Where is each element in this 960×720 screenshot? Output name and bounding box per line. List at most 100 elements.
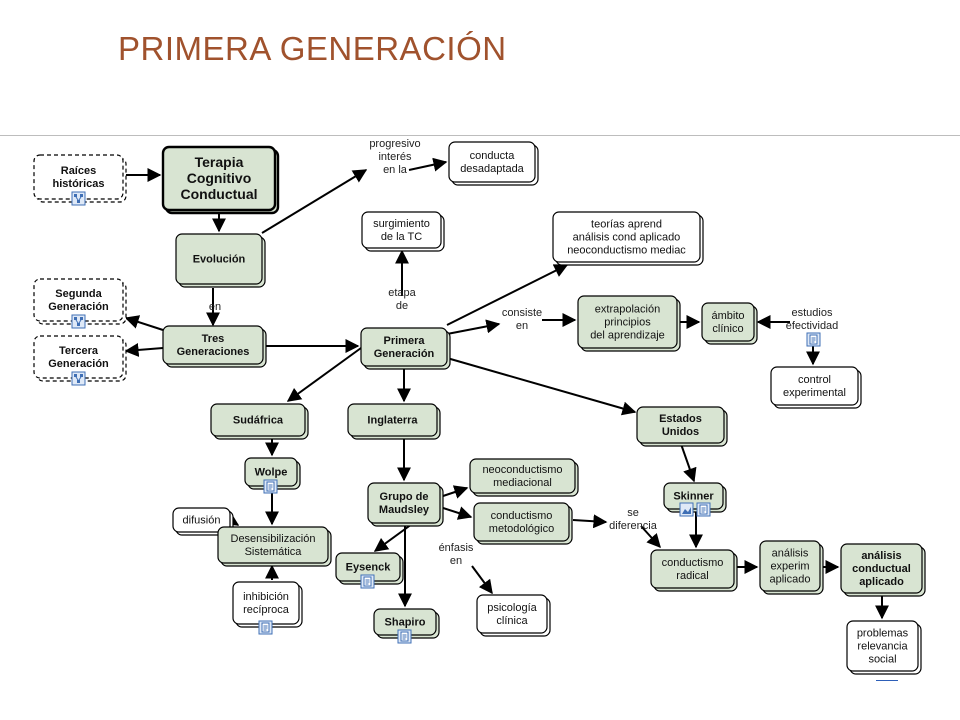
link-label-text: de bbox=[396, 300, 408, 312]
document-icon[interactable] bbox=[360, 574, 375, 589]
concept-node-skinner[interactable]: Skinner bbox=[663, 482, 727, 513]
node-box bbox=[636, 406, 725, 444]
node-label: ámbito bbox=[711, 310, 744, 322]
link-label-text: en bbox=[450, 555, 462, 567]
node-box bbox=[172, 507, 231, 533]
node-box bbox=[361, 211, 442, 249]
node-box bbox=[210, 403, 306, 437]
node-label: conductismo bbox=[491, 510, 553, 522]
node-box bbox=[161, 145, 277, 212]
icon-part bbox=[75, 319, 82, 324]
connection-line bbox=[124, 315, 164, 331]
map-icon[interactable] bbox=[71, 191, 86, 206]
link-label-text: en bbox=[516, 320, 528, 332]
icon-part bbox=[74, 194, 77, 197]
node-box bbox=[473, 502, 570, 542]
node-label: Generación bbox=[374, 348, 435, 360]
footer-mark bbox=[876, 680, 898, 681]
concept-node-eysenck[interactable]: Eysenck bbox=[335, 552, 404, 585]
icon-part bbox=[77, 380, 80, 383]
node-label: análisis bbox=[861, 550, 901, 562]
node-box bbox=[469, 458, 576, 494]
node-label: difusión bbox=[183, 515, 221, 527]
node-label: Primera bbox=[384, 335, 426, 347]
node-label: surgimiento bbox=[373, 218, 430, 230]
connection-line bbox=[446, 357, 637, 416]
concept-node-wolpe[interactable]: Wolpe bbox=[244, 457, 301, 490]
icon-part bbox=[682, 507, 691, 514]
icon-frame bbox=[71, 314, 86, 329]
node-label: principios bbox=[604, 317, 651, 329]
node-box bbox=[577, 295, 678, 349]
node-label: experimental bbox=[783, 387, 846, 399]
document-icon[interactable] bbox=[806, 332, 821, 347]
document-icon[interactable] bbox=[263, 479, 278, 494]
map-icon[interactable] bbox=[71, 314, 86, 329]
connection-line bbox=[446, 319, 501, 335]
connection-line bbox=[439, 485, 469, 499]
link-label-text: consiste bbox=[502, 307, 542, 319]
node-box bbox=[175, 233, 263, 285]
node-label: Desensibilización bbox=[231, 533, 316, 545]
connection-line bbox=[471, 565, 493, 595]
node-label: Eysenck bbox=[346, 562, 392, 574]
connection-lines bbox=[124, 157, 889, 620]
node-box bbox=[367, 482, 441, 524]
document-icon[interactable] bbox=[696, 502, 711, 517]
node-label: recíproca bbox=[243, 604, 290, 616]
image-icon[interactable] bbox=[679, 502, 694, 517]
node-label: Generaciones bbox=[177, 346, 250, 358]
concept-node-evolucion[interactable]: Evolución bbox=[175, 233, 266, 288]
icon-part bbox=[77, 200, 80, 203]
node-label: clínica bbox=[496, 615, 528, 627]
concept-node-inglaterra[interactable]: Inglaterra bbox=[347, 403, 441, 440]
node-label: mediacional bbox=[493, 477, 552, 489]
link-label-text: se bbox=[627, 507, 639, 519]
node-label: conductual bbox=[852, 563, 911, 575]
node-label: Shapiro bbox=[385, 617, 426, 629]
node-label: desadaptada bbox=[460, 163, 524, 175]
icon-frame bbox=[71, 191, 86, 206]
node-label: análisis cond aplicado bbox=[573, 232, 681, 244]
node-box bbox=[840, 543, 923, 594]
document-icon[interactable] bbox=[397, 629, 412, 644]
node-label: metodológico bbox=[489, 523, 554, 535]
node-label: experim bbox=[770, 561, 809, 573]
node-label: de la TC bbox=[381, 231, 422, 243]
node-label: neoconductismo mediac bbox=[567, 245, 686, 257]
node-label: inhibición bbox=[243, 591, 289, 603]
concept-node-sudafrica[interactable]: Sudáfrica bbox=[210, 403, 309, 440]
icon-part bbox=[74, 317, 77, 320]
document-icon[interactable] bbox=[258, 620, 273, 635]
map-icon[interactable] bbox=[71, 371, 86, 386]
node-label: históricas bbox=[53, 178, 105, 190]
